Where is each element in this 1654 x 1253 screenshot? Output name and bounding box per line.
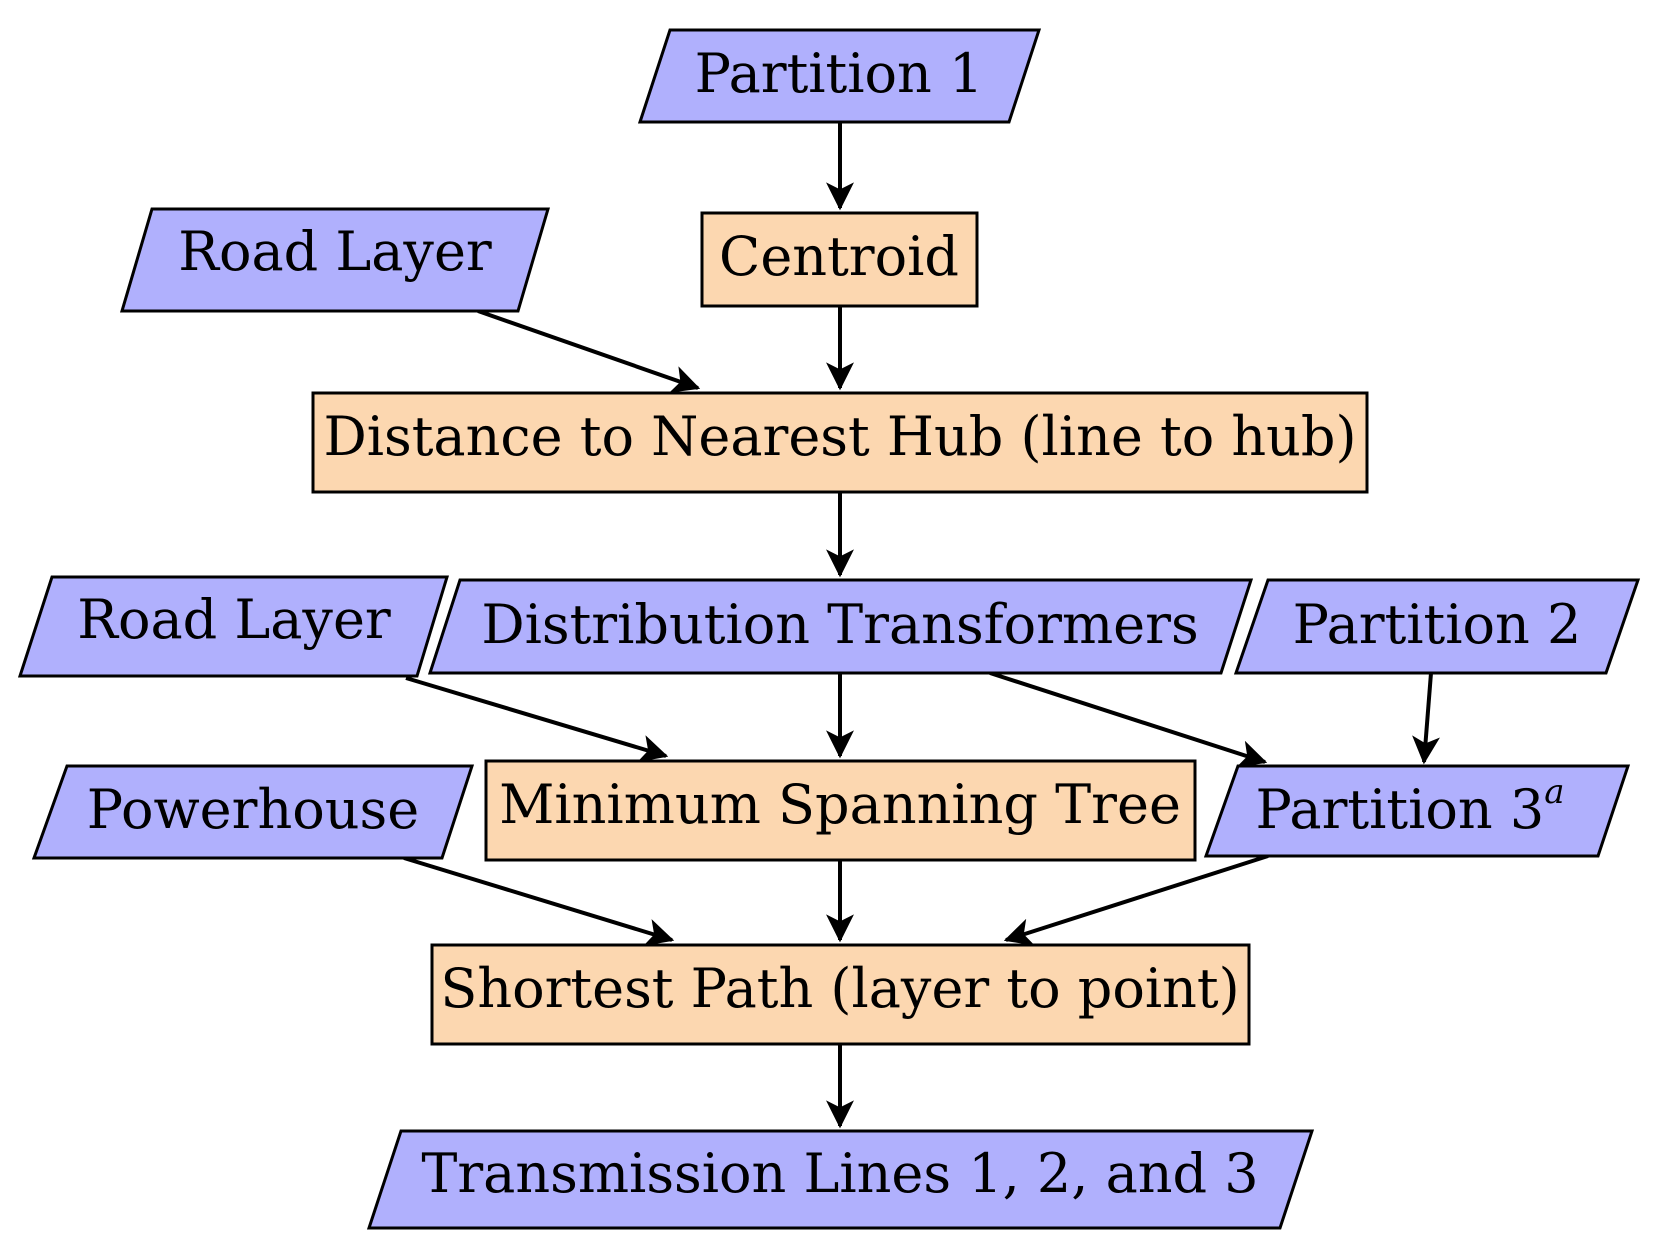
partition-2-shape (1233, 578, 1641, 675)
partition-3-superscript: a (1544, 772, 1564, 812)
node-road-layer-top: Road Layer (119, 207, 551, 313)
dist-transformers-shape (427, 578, 1254, 675)
centroid-shape (700, 211, 979, 308)
node-transmission-lines: Transmission Lines 1, 2, and 3 (366, 1129, 1315, 1230)
road-layer-top-shape (119, 207, 551, 313)
edge-powerhouse-to-shortest-path (403, 856, 675, 946)
partition-3-label: Partition 3 (1256, 778, 1545, 841)
edge-road-layer-top-to-distance-hub (477, 309, 701, 393)
transmission-shape (366, 1129, 1315, 1230)
node-minimum-spanning-tree: Minimum Spanning Tree (484, 759, 1197, 862)
node-distance-to-nearest-hub: Distance to Nearest Hub (line to hub) (311, 391, 1369, 494)
partition-1-label: Partition 1 (695, 42, 984, 105)
edge-road-layer-mid-to-mst (405, 676, 669, 763)
partition-3-label-group: Partition 3a (1256, 772, 1565, 841)
powerhouse-label: Powerhouse (87, 778, 419, 841)
node-distribution-transformers: Distribution Transformers (427, 578, 1254, 675)
edge-partition3-to-shortest-path (1003, 854, 1269, 946)
edge-partition2-to-partition3 (1412, 672, 1440, 765)
node-partition-2: Partition 2 (1233, 578, 1641, 675)
mst-label: Minimum Spanning Tree (499, 773, 1181, 836)
partition-1-shape (637, 28, 1042, 124)
node-partition-3: Partition 3a (1203, 764, 1631, 858)
dist-transformers-label: Distribution Transformers (481, 593, 1198, 656)
distance-hub-label: Distance to Nearest Hub (line to hub) (323, 405, 1356, 468)
shortest-path-shape (430, 943, 1251, 1046)
node-powerhouse: Powerhouse (31, 764, 475, 860)
distance-hub-shape (311, 391, 1369, 494)
centroid-label: Centroid (719, 225, 959, 288)
road-layer-mid-label: Road Layer (77, 588, 391, 651)
road-layer-mid-shape (17, 575, 450, 678)
node-centroid: Centroid (700, 211, 979, 308)
node-shortest-path: Shortest Path (layer to point) (430, 943, 1251, 1046)
road-layer-top-label: Road Layer (178, 220, 492, 283)
partition-2-label: Partition 2 (1293, 593, 1582, 656)
partition-3-shape (1203, 764, 1631, 858)
mst-shape (484, 759, 1197, 862)
shortest-path-label: Shortest Path (layer to point) (440, 957, 1239, 1020)
edge-dist-transformers-to-partition3 (989, 671, 1268, 768)
node-road-layer-mid: Road Layer (17, 575, 450, 678)
powerhouse-shape (31, 764, 475, 860)
node-partition-1: Partition 1 (637, 28, 1042, 124)
edges-group (403, 122, 1440, 1129)
transmission-label: Transmission Lines 1, 2, and 3 (421, 1142, 1258, 1205)
